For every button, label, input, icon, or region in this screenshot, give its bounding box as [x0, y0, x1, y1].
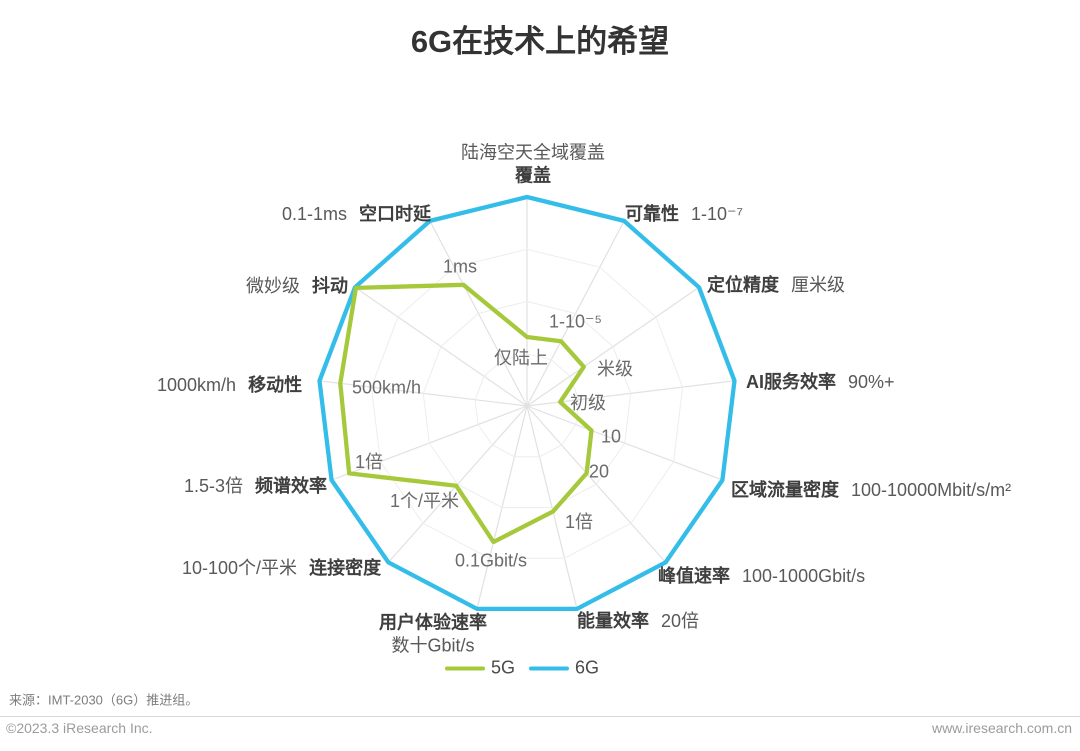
- axis-6g-value: 1-10⁻⁷: [691, 203, 744, 224]
- axis-label-jitter: 微妙级 抖动: [246, 275, 348, 298]
- axis-label-peak-rate: 峰值速率 100-1000Gbit/s: [658, 565, 865, 588]
- legend-item-5g: 5G: [444, 657, 515, 679]
- source-note: 来源：IMT-2030（6G）推进组。: [9, 692, 199, 708]
- value-label-user-experienced-rate-5g: 0.1Gbit/s: [455, 550, 528, 571]
- axis-name: 用户体验速率: [379, 612, 487, 633]
- radar-chart: [317, 194, 737, 612]
- axis-label-positioning-accuracy: 定位精度 厘米级: [707, 274, 845, 297]
- axis-name: AI服务效率: [746, 371, 836, 392]
- value-label-area-traffic-density-5g: 10: [601, 426, 622, 447]
- value-label-reliability-5g: 1-10⁻⁵: [549, 311, 602, 332]
- axis-name: 移动性: [248, 374, 303, 395]
- axis-6g-value: 90%+: [848, 371, 895, 392]
- legend-label-6g: 6G: [575, 657, 600, 678]
- value-label-mobility-5g: 500km/h: [352, 377, 422, 398]
- axis-6g-value: 数十Gbit/s: [391, 635, 475, 655]
- axis-name: 区域流量密度: [731, 479, 839, 500]
- axis-label-ai-service-efficiency: AI服务效率 90%+: [746, 371, 895, 394]
- axis-label-area-traffic-density: 区域流量密度 100-10000Mbit/s/m²: [731, 479, 1011, 502]
- axis-name: 能量效率: [577, 610, 649, 631]
- axis-6g-value: 20倍: [661, 610, 700, 631]
- axis-6g-value: 微妙级: [246, 275, 300, 296]
- axis-label-energy-efficiency: 能量效率 20倍: [577, 610, 699, 633]
- axis-name: 抖动: [312, 275, 349, 296]
- axis-6g-value: 100-1000Gbit/s: [742, 565, 866, 586]
- value-label-connection-density-5g: 1个/平米: [390, 491, 460, 511]
- axis-name: 覆盖: [515, 165, 551, 185]
- axis-name: 可靠性: [625, 203, 679, 224]
- axis-6g-value: 陆海空天全域覆盖: [461, 142, 605, 163]
- axis-6g-value: 厘米级: [791, 274, 846, 295]
- axis-label-reliability: 可靠性 1-10⁻⁷: [625, 203, 743, 226]
- axis-name: 空口时延: [359, 203, 432, 224]
- value-label-air-interface-latency-5g: 1ms: [443, 256, 478, 277]
- value-label-coverage-5g: 仅陆上: [494, 348, 548, 368]
- axis-name: 峰值速率: [658, 565, 730, 586]
- footer-divider: [0, 716, 1080, 717]
- value-label-ai-service-efficiency-5g: 初级: [570, 393, 606, 413]
- legend-swatch-5g: [444, 666, 485, 670]
- copyright-text: ©2023.3 iResearch Inc.: [6, 720, 153, 736]
- page-title: 6G在技术上的希望: [410, 24, 670, 59]
- value-label-peak-rate-5g: 20: [589, 461, 610, 482]
- legend-item-6g: 6G: [529, 658, 599, 679]
- axis-6g-value: 1000km/h: [157, 374, 237, 395]
- axis-6g-value: 10-100个/平米: [182, 557, 298, 578]
- axis-label-user-experienced-rate: 用户体验速率 数十Gbit/s: [379, 612, 487, 657]
- axis-6g-value: 0.1-1ms: [282, 203, 348, 224]
- axis-name: 连接密度: [309, 557, 382, 578]
- value-label-energy-efficiency-5g: 1倍: [565, 512, 594, 532]
- axis-label-connection-density: 10-100个/平米 连接密度: [182, 557, 381, 580]
- axis-label-air-interface-latency: 0.1-1ms 空口时延: [282, 203, 431, 226]
- axis-label-mobility: 1000km/h 移动性: [157, 374, 302, 397]
- axis-name: 定位精度: [707, 274, 779, 295]
- legend-swatch-6g: [529, 666, 569, 670]
- website-url: www.iresearch.com.cn: [931, 720, 1072, 736]
- value-label-spectrum-efficiency-5g: 1倍: [355, 452, 384, 472]
- legend: 5G 6G: [444, 657, 599, 679]
- axis-label-coverage: 陆海空天全域覆盖 覆盖: [461, 142, 605, 187]
- axis-name: 频谱效率: [255, 475, 328, 496]
- legend-label-5g: 5G: [490, 657, 515, 678]
- axis-6g-value: 1.5-3倍: [184, 475, 244, 496]
- value-label-positioning-accuracy-5g: 米级: [597, 359, 633, 379]
- axis-label-spectrum-efficiency: 1.5-3倍 频谱效率: [184, 475, 327, 498]
- axis-6g-value: 100-10000Mbit/s/m²: [851, 479, 1012, 500]
